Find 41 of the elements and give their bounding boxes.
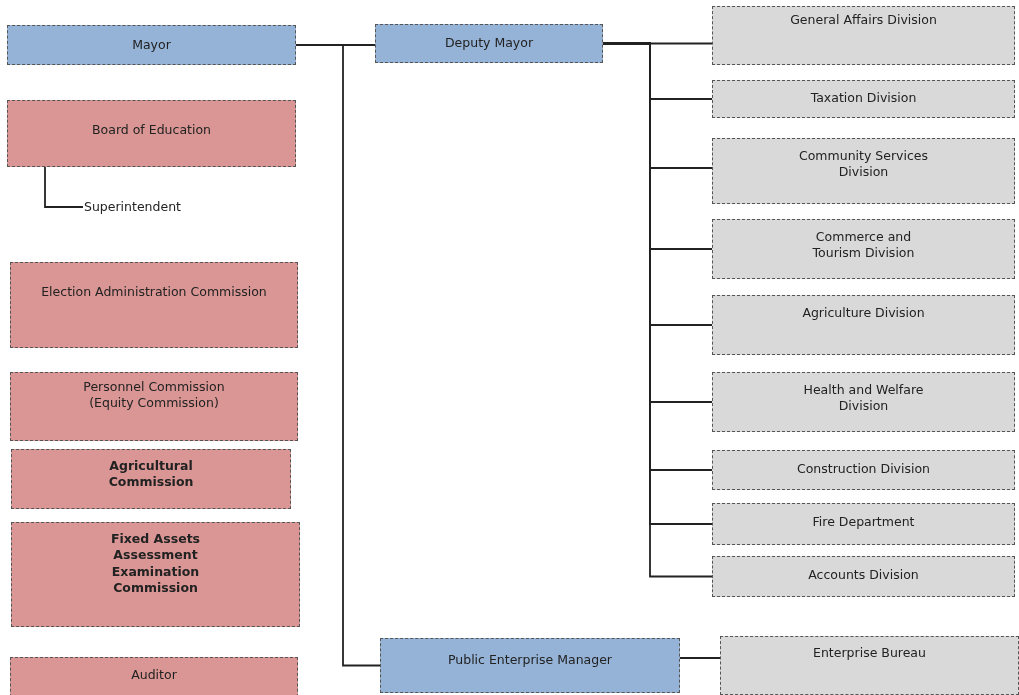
org-box (712, 295, 1015, 355)
box-label: Public Enterprise Manager (447, 652, 612, 669)
org-box (712, 219, 1015, 279)
box-label: Agriculture Division (802, 305, 925, 322)
box-label: Auditor (131, 667, 177, 684)
box-label: Agricultural Commission (107, 458, 195, 491)
org-box (11, 449, 291, 509)
box-label: Personnel Commission (Equity Commission) (82, 379, 226, 412)
connector-line (44, 166, 84, 208)
org-box (712, 372, 1015, 432)
org-label: Superintendent (84, 198, 181, 216)
box-label: Mayor (132, 37, 171, 54)
org-box (720, 636, 1019, 695)
box-label: Accounts Division (808, 567, 919, 584)
box-label: Enterprise Bureau (813, 645, 926, 662)
org-box (10, 657, 298, 695)
org-box (712, 6, 1015, 65)
box-label: Fire Department (812, 514, 915, 531)
box-label: Health and Welfare Division (802, 382, 925, 415)
org-box (712, 556, 1015, 597)
org-box (7, 100, 296, 167)
box-label: Commerce and Tourism Division (811, 229, 916, 262)
box-label: Election Administration Commission (41, 284, 267, 301)
box-label: Taxation Division (810, 90, 917, 107)
connector-line (679, 657, 721, 659)
box-label: Deputy Mayor (444, 35, 534, 52)
org-box (712, 503, 1015, 545)
org-box (10, 372, 298, 441)
box-label: Community Services Division (798, 148, 929, 181)
box-label: Board of Education (92, 122, 211, 139)
org-box (375, 24, 603, 63)
org-box (380, 638, 680, 693)
org-box (712, 138, 1015, 204)
org-box (10, 262, 298, 348)
org-box (712, 450, 1015, 490)
box-label: Construction Division (796, 461, 931, 478)
org-box (11, 522, 300, 627)
org-box (712, 80, 1015, 118)
box-label: General Affairs Division (790, 12, 937, 29)
box-label: Fixed Assets Assessment Examination Commission (109, 531, 202, 596)
org-box (7, 25, 296, 65)
